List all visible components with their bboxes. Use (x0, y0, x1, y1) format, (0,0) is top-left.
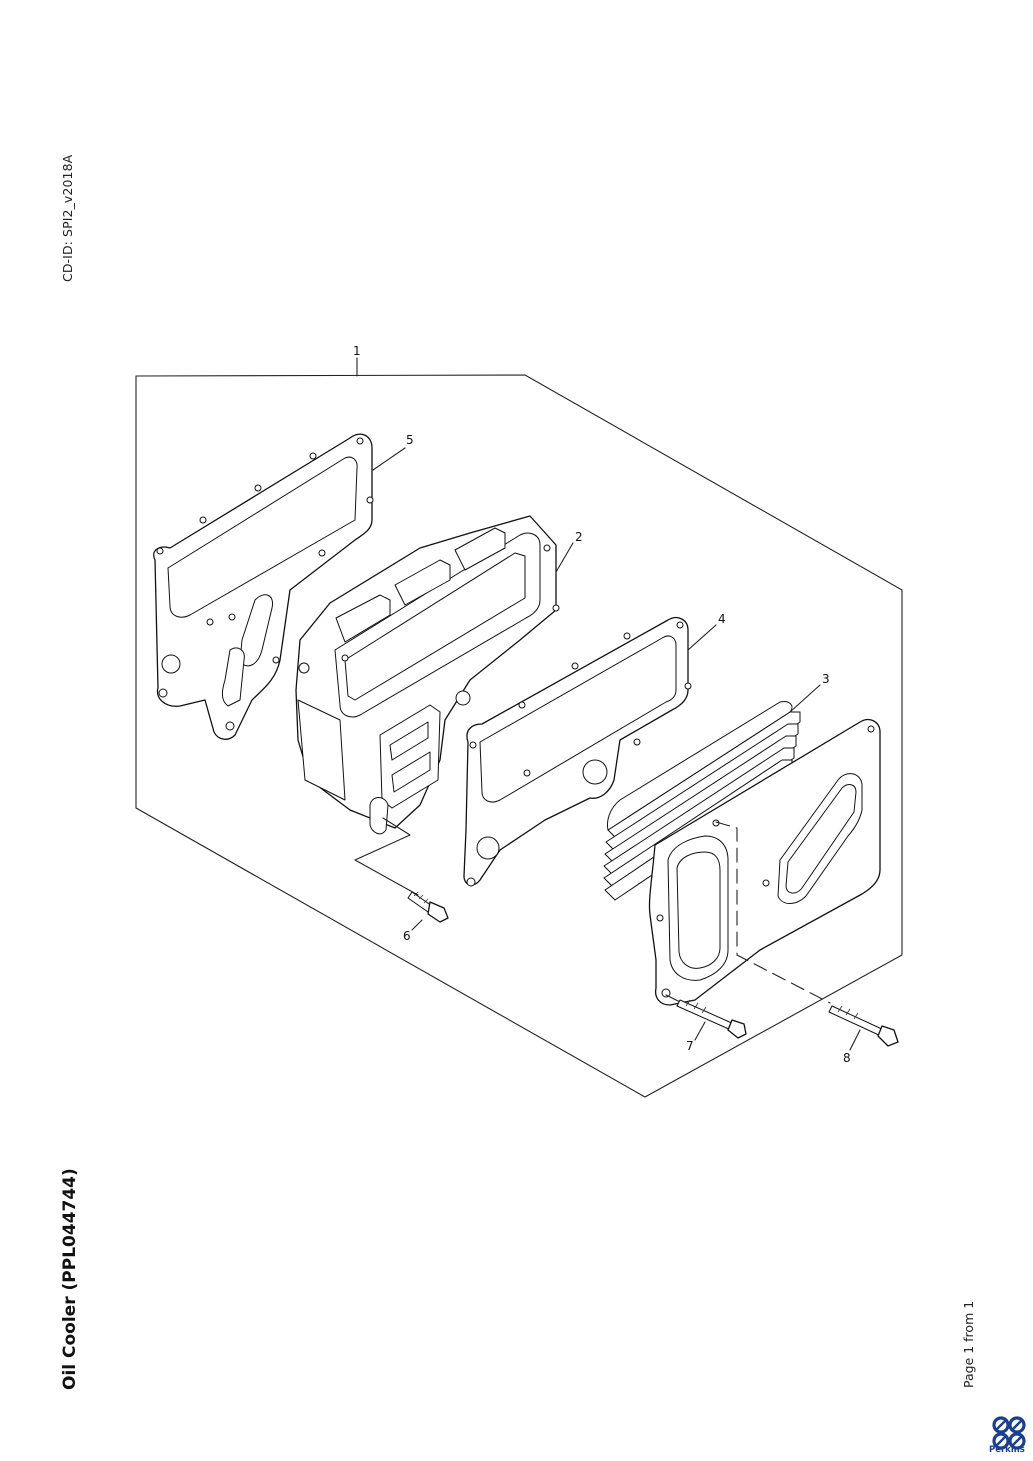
callout-6: 6 (403, 929, 411, 943)
callout-4: 4 (718, 612, 726, 626)
part-7-bolt[interactable] (676, 999, 747, 1039)
brand-name: Perkins (989, 1445, 1025, 1455)
part-6-bolt[interactable] (407, 891, 449, 923)
part-2-oil-cooler-housing[interactable] (295, 515, 560, 835)
assembly-outline (135, 374, 903, 1098)
callout-2: 2 (575, 530, 583, 544)
callout-3: 3 (822, 672, 830, 686)
callout-1: 1 (353, 344, 361, 358)
callout-5: 5 (406, 433, 414, 447)
callout-7: 7 (686, 1039, 694, 1053)
part-4-gasket[interactable] (463, 616, 692, 887)
part-3-oil-cooler-core[interactable] (603, 701, 881, 1006)
part-5-gasket[interactable] (153, 433, 374, 740)
callout-8: 8 (843, 1051, 851, 1065)
perkins-logo-icon (992, 1416, 1026, 1450)
part-8-bolt[interactable] (828, 1005, 899, 1047)
